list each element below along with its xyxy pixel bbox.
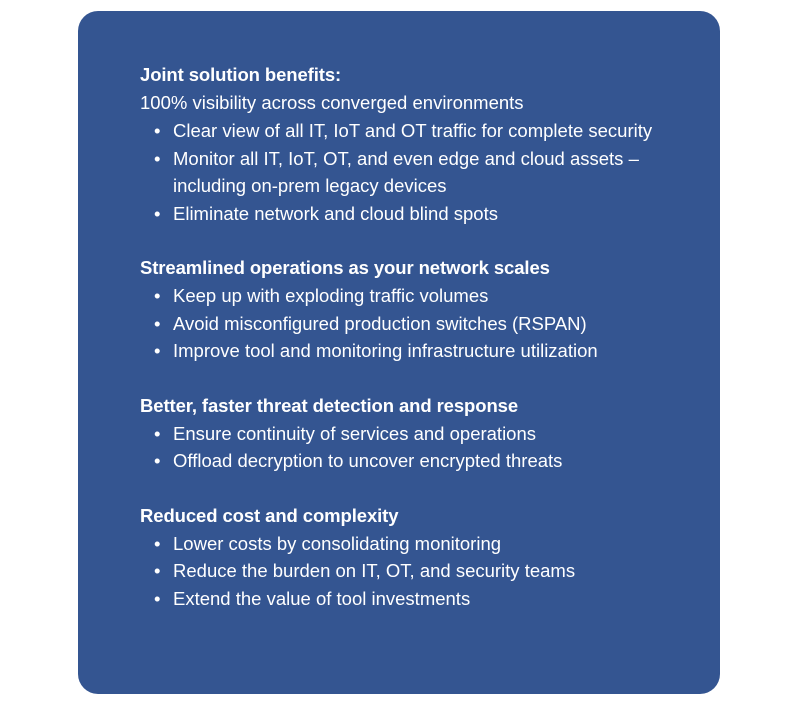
list-item-text: Keep up with exploding traffic volumes <box>173 285 489 306</box>
list-item-text: Extend the value of tool investments <box>173 587 471 609</box>
list-item: • Lower costs by consolidating monitoring <box>154 530 690 558</box>
list-item-text: Improve tool and monitoring infrastructu… <box>173 340 598 361</box>
list-item-text: Lower costs by consolidating monitoring <box>173 532 502 554</box>
bullet-icon: • <box>154 422 161 444</box>
bullet-list: • Lower costs by consolidating monitoring… <box>140 530 690 613</box>
bullet-icon: • <box>154 202 161 224</box>
list-item: • Keep up with exploding traffic volumes <box>154 282 690 310</box>
bullet-icon: • <box>154 285 161 306</box>
list-item: • Eliminate network and cloud blind spots <box>154 200 690 228</box>
section-heading: Better, faster threat detection and resp… <box>140 394 519 416</box>
section-reduced-cost: Reduced cost and complexity • Lower costs… <box>140 502 690 613</box>
bullet-list: • Ensure continuity of services and opera… <box>140 420 690 475</box>
list-item: • Improve tool and monitoring infrastruct… <box>154 337 690 365</box>
list-item: • Reduce the burden on IT, OT, and securi… <box>154 557 690 585</box>
list-item-text: Ensure continuity of services and operat… <box>173 422 537 444</box>
bullet-list: •Keep up with exploding traffic volumes … <box>140 282 690 365</box>
bullet-icon: • <box>154 560 161 581</box>
list-item-text: Clear view of all IT, IoT and OT traffic… <box>173 120 653 141</box>
list-item: • Monitor all IT, IoT, OT, and even edge … <box>154 145 690 200</box>
bullet-icon: • <box>154 532 161 554</box>
list-item: • Offload decryption to uncover encrypted… <box>154 447 690 475</box>
bullet-icon: • <box>154 147 161 169</box>
bullet-icon: • <box>154 450 161 471</box>
list-item-text: Reduce the burden on IT, OT, and securit… <box>173 560 576 581</box>
section-streamlined-operations: Streamlined operations as your network s… <box>140 254 690 365</box>
list-item-text: Avoid misconfigured production switches … <box>173 312 587 334</box>
list-item: • Avoid misconfigured production switches… <box>154 310 690 338</box>
bullet-icon: • <box>154 120 161 141</box>
bullet-icon: • <box>154 340 161 361</box>
bullet-list: • Clear view of all IT, IoT and OT traffi… <box>140 117 690 227</box>
section-subline: 100% visibility across converged environ… <box>140 92 524 113</box>
bullet-icon: • <box>154 587 161 609</box>
list-item: • Ensure continuity of services and opera… <box>154 420 690 448</box>
list-item: • Extend the value of tool investments <box>154 585 690 613</box>
section-joint-benefits: Joint solution benefits: 100% visibility… <box>140 61 690 227</box>
list-item-text: Offload decryption to uncover encrypted … <box>173 450 563 471</box>
list-item-text: Monitor all IT, IoT, OT, and even edge a… <box>173 147 639 197</box>
list-item: • Clear view of all IT, IoT and OT traffi… <box>154 117 690 145</box>
benefits-card: Joint solution benefits: 100% visibility… <box>78 11 720 694</box>
bullet-icon: • <box>154 312 161 334</box>
section-threat-detection: Better, faster threat detection and resp… <box>140 392 690 475</box>
section-heading: Reduced cost and complexity <box>140 504 399 526</box>
section-heading: Joint solution benefits: <box>140 64 342 85</box>
list-item-text: Eliminate network and cloud blind spots <box>173 202 498 224</box>
section-heading: Streamlined operations as your network s… <box>140 257 550 278</box>
